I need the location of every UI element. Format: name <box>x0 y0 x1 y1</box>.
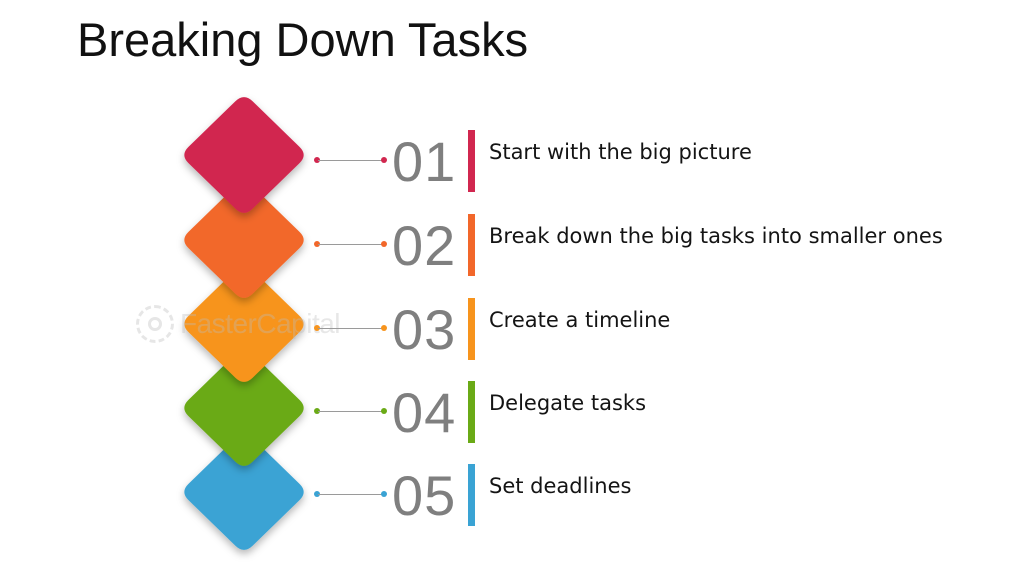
connector-dot-right <box>381 157 387 163</box>
connector-dot-left <box>314 157 320 163</box>
step-1: 01 Start with the big picture <box>0 130 1024 194</box>
step-label: Break down the big tasks into smaller on… <box>489 224 943 248</box>
diamond-step-3 <box>184 266 304 382</box>
diamond-step-5 <box>184 434 304 550</box>
diamond-step-2 <box>184 182 304 298</box>
step-3: 03 Create a timeline <box>0 298 1024 362</box>
watermark-text: FasterCapital <box>180 308 341 339</box>
connector-dot-right <box>381 325 387 331</box>
connector-dot-right <box>381 241 387 247</box>
step-label: Create a timeline <box>489 308 671 332</box>
connector-dot-right <box>381 408 387 414</box>
step-number: 03 <box>392 298 457 361</box>
step-number: 05 <box>392 464 457 527</box>
step-color-bar <box>468 298 475 360</box>
diamond-step-4 <box>184 350 304 466</box>
step-5: 05 Set deadlines <box>0 464 1024 528</box>
connector-line <box>318 328 384 329</box>
step-label: Start with the big picture <box>489 140 752 164</box>
step-number: 04 <box>392 381 457 444</box>
connector-line <box>318 244 384 245</box>
step-number: 01 <box>392 130 457 193</box>
step-color-bar <box>468 130 475 192</box>
connector-dot-left <box>314 241 320 247</box>
step-color-bar <box>468 214 475 276</box>
page-title: Breaking Down Tasks <box>77 13 529 66</box>
step-4: 04 Delegate tasks <box>0 381 1024 445</box>
watermark: FasterCapital <box>136 305 341 343</box>
connector-dot-left <box>314 325 320 331</box>
connector-line <box>318 411 384 412</box>
step-label: Set deadlines <box>489 474 632 498</box>
diamond-step-1 <box>184 97 304 213</box>
connector-dot-right <box>381 491 387 497</box>
step-label: Delegate tasks <box>489 391 647 415</box>
step-2: 02 Break down the big tasks into smaller… <box>0 214 1024 278</box>
step-color-bar <box>468 464 475 526</box>
connector-line <box>318 160 384 161</box>
step-color-bar <box>468 381 475 443</box>
connector-dot-left <box>314 491 320 497</box>
gear-icon <box>136 305 174 343</box>
step-number: 02 <box>392 214 457 277</box>
connector-line <box>318 494 384 495</box>
connector-dot-left <box>314 408 320 414</box>
